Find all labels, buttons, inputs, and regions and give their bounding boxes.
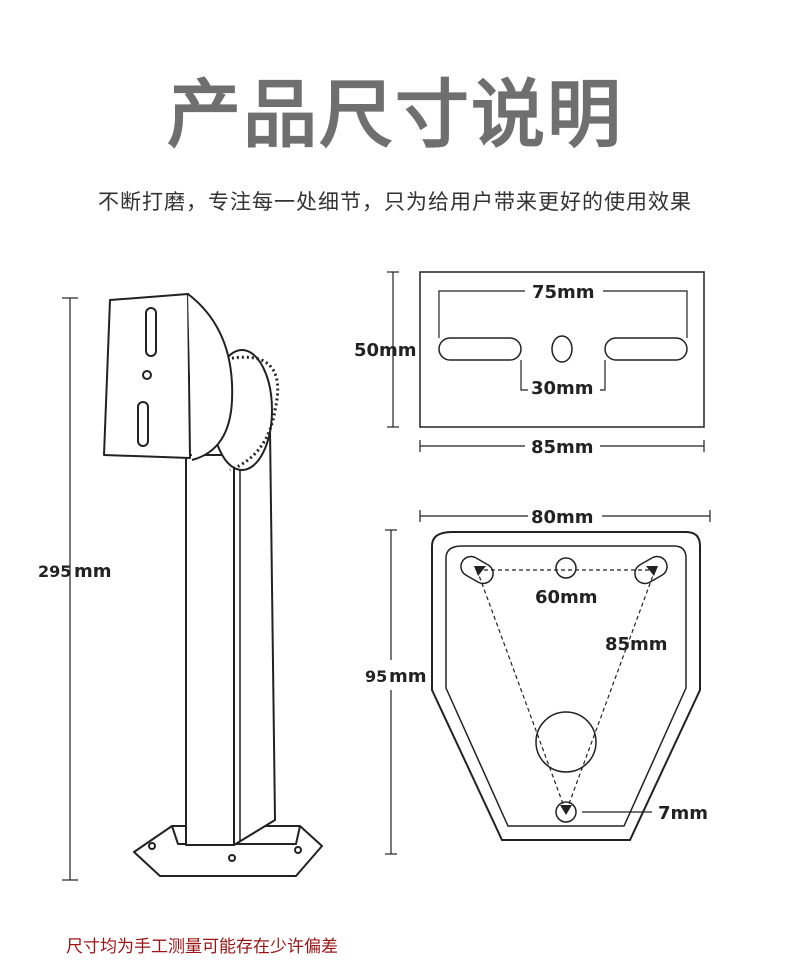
top-plate-drawing bbox=[419, 271, 705, 428]
height-dimension-line bbox=[62, 297, 78, 881]
measurement-disclaimer: 尺寸均为手工测量可能存在少许偏差 bbox=[66, 937, 338, 957]
top-plate-width: 85mm bbox=[531, 437, 594, 458]
base-height-value: 95 bbox=[365, 667, 387, 686]
height-total-unit: mm bbox=[74, 561, 112, 582]
base-plate-arrows bbox=[474, 566, 658, 815]
base-height-unit: mm bbox=[389, 666, 427, 687]
base-hole-span: 60mm bbox=[535, 587, 598, 608]
top-plate-slot-span: 75mm bbox=[532, 282, 595, 303]
base-plate-outer-dims bbox=[385, 510, 711, 855]
top-plate-slot-gap: 30mm bbox=[531, 378, 594, 399]
base-plate-drawing bbox=[431, 531, 701, 841]
page-subtitle: 不断打磨，专注每一处细节，只为给用户带来更好的使用效果 bbox=[98, 190, 692, 214]
base-diagonal: 85mm bbox=[605, 634, 668, 655]
top-plate-dim-lines bbox=[387, 271, 705, 452]
base-plate-width: 80mm bbox=[531, 507, 594, 528]
base-plate-dim-lines bbox=[476, 569, 656, 813]
small-hole-diameter: 7mm bbox=[658, 803, 708, 824]
height-total-value: 295 bbox=[38, 562, 71, 581]
top-plate-height: 50mm bbox=[354, 340, 417, 361]
page-title: 产品尺寸说明 bbox=[167, 72, 623, 158]
bracket-illustration bbox=[103, 293, 323, 877]
